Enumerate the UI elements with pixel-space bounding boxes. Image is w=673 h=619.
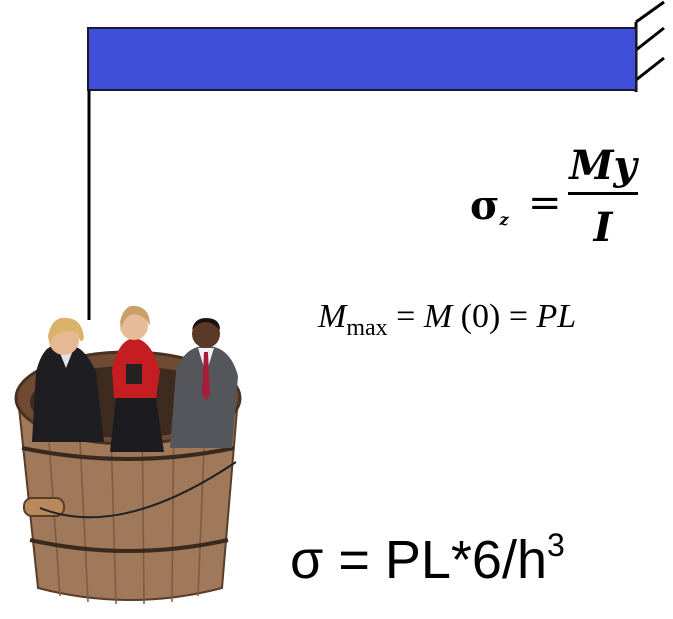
beam: [87, 27, 637, 91]
fraction-bar: [568, 192, 638, 195]
fraction-denominator: I: [593, 204, 613, 251]
fraction-numerator: My: [569, 142, 637, 189]
bucket-with-people-image: [14, 292, 242, 605]
person-middle: [110, 305, 164, 452]
person-right: [170, 318, 238, 448]
fixed-support-hatch: [634, 0, 665, 92]
equals-sign: =: [528, 180, 562, 226]
person-left: [32, 317, 104, 442]
max-moment-formula: Mmax = M (0) = PL: [318, 298, 577, 341]
stress-symbol: σz: [470, 182, 509, 229]
sigma-result-formula: σ = PL*6/h3: [290, 527, 565, 590]
